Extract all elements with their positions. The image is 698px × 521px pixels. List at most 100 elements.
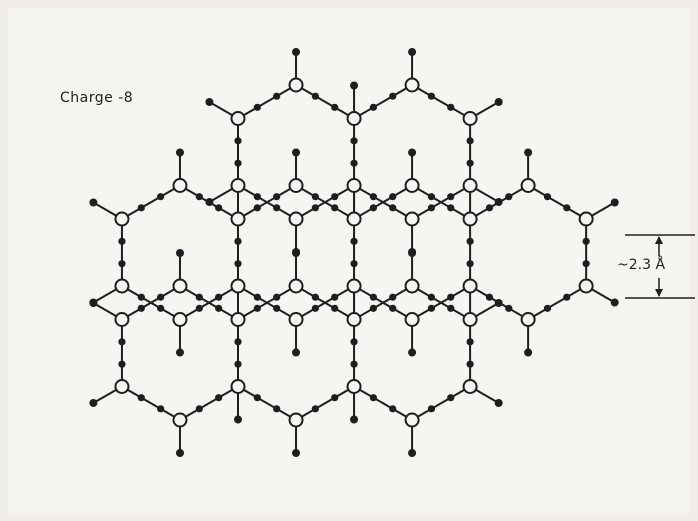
filled-dot-atom [331, 103, 339, 111]
open-circle-atom [346, 379, 362, 394]
filled-dot-atom [331, 193, 339, 201]
filled-dot-atom [447, 293, 455, 301]
open-circle-atom [230, 278, 246, 294]
filled-dot-atom [369, 193, 377, 201]
filled-dot-atom [610, 198, 619, 207]
filled-dot-atom [234, 260, 242, 268]
open-circle-atom [578, 278, 594, 294]
filled-dot-atom [466, 260, 474, 268]
filled-dot-atom [427, 193, 436, 201]
open-circle-atom [462, 379, 478, 394]
filled-dot-atom [427, 304, 436, 312]
filled-dot-atom [234, 415, 242, 424]
filled-dot-atom [273, 193, 281, 201]
filled-dot-atom [273, 204, 281, 212]
filled-dot-atom [292, 449, 301, 457]
filled-dot-atom [466, 360, 474, 368]
filled-dot-atom [175, 449, 184, 457]
filled-dot-atom [234, 137, 242, 145]
open-circle-atom [404, 312, 420, 327]
filled-dot-atom [485, 204, 494, 212]
filled-dot-atom [273, 304, 281, 312]
filled-dot-atom [427, 204, 436, 212]
filled-dot-atom [350, 137, 358, 145]
filled-dot-atom [215, 293, 223, 301]
open-circle-atom [288, 278, 304, 294]
filled-dot-atom [311, 204, 319, 212]
filled-dot-atom [389, 92, 397, 100]
filled-dot-atom [195, 405, 203, 413]
filled-dot-atom [389, 405, 397, 413]
filled-dot-atom [369, 304, 377, 312]
filled-dot-atom [408, 348, 417, 357]
filled-dot-atom [389, 293, 397, 301]
filled-dot-atom [447, 103, 455, 111]
open-circle-atom [520, 178, 536, 193]
filled-dot-atom [427, 293, 436, 301]
filled-dot-atom [215, 394, 223, 402]
filled-dot-atom [369, 103, 377, 111]
filled-dot-atom [408, 449, 417, 457]
bond-line [179, 385, 239, 421]
open-circle-atom [230, 178, 246, 193]
filled-dot-atom [175, 249, 184, 257]
arrowhead-down [655, 289, 663, 297]
open-circle-atom [172, 312, 188, 327]
open-circle-atom [346, 211, 362, 227]
filled-dot-atom [466, 137, 474, 145]
filled-dot-atom [408, 148, 417, 157]
filled-dot-atom [234, 237, 242, 245]
bond-line [411, 285, 471, 321]
bond-line [353, 385, 413, 421]
filled-dot-atom [389, 304, 397, 312]
open-circle-atom [346, 278, 362, 294]
filled-dot-atom [253, 193, 261, 201]
bond-line [353, 285, 413, 321]
open-circle-atom [346, 111, 362, 126]
open-circle-atom [462, 312, 478, 327]
open-circle-atom [288, 178, 304, 193]
bond-line [411, 184, 471, 220]
filled-dot-atom [118, 360, 126, 368]
open-circle-atom [288, 312, 304, 327]
filled-dot-atom [369, 394, 377, 402]
filled-dot-atom [215, 204, 223, 212]
filled-dot-atom [466, 338, 474, 346]
filled-dot-atom [292, 48, 301, 56]
filled-dot-atom [350, 360, 358, 368]
filled-dot-atom [175, 148, 184, 157]
filled-dot-atom [311, 193, 319, 201]
filled-dot-atom [524, 348, 533, 357]
filled-dot-atom [494, 198, 503, 206]
filled-dot-atom [350, 81, 359, 90]
filled-dot-atom [118, 237, 126, 245]
filled-dot-atom [234, 360, 242, 368]
filled-dot-atom [563, 293, 571, 301]
filled-dot-atom [331, 304, 339, 312]
filled-dot-atom [292, 249, 301, 257]
filled-dot-atom [89, 399, 98, 407]
filled-dot-atom [582, 237, 590, 245]
bond-line [295, 84, 355, 120]
open-circle-atom [462, 111, 478, 126]
filled-dot-atom [494, 399, 503, 407]
open-circle-atom [114, 312, 130, 327]
filled-dot-atom [447, 394, 455, 402]
spacing-label: ~2.3 Å [617, 257, 666, 273]
filled-dot-atom [524, 148, 533, 157]
filled-dot-atom [408, 48, 417, 56]
arrowhead-up [655, 236, 663, 244]
filled-dot-atom [157, 304, 165, 312]
filled-dot-atom [447, 193, 455, 201]
filled-dot-atom [253, 204, 261, 212]
bond-line [179, 285, 239, 321]
open-circle-atom [172, 412, 188, 428]
filled-dot-atom [311, 293, 319, 301]
filled-dot-atom [494, 98, 503, 106]
bond-line [353, 84, 413, 120]
filled-dot-atom [273, 405, 281, 413]
filled-dot-atom [466, 237, 474, 245]
bond-line [121, 184, 181, 220]
